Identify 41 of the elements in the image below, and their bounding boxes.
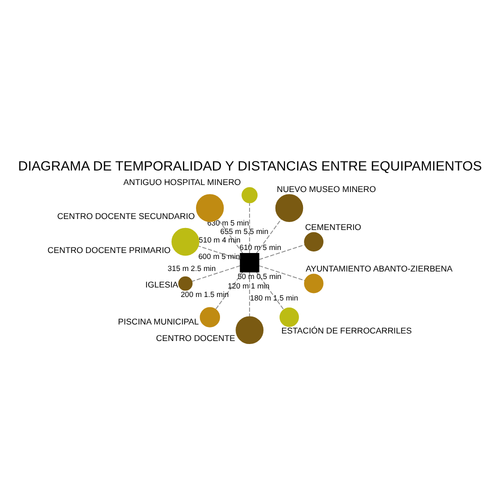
node-label: ESTACIÓN DE FERROCARRILES [281, 325, 412, 336]
edge-label: 50 m 0.5 min [238, 272, 282, 282]
edge-label: 655 m 5.5 min [220, 226, 268, 236]
node-circle [304, 232, 324, 252]
node-circle [196, 194, 224, 222]
edge-label: 600 m 5 min [198, 252, 240, 261]
node-label: PISCINA MUNICIPAL [118, 316, 199, 326]
connector [198, 246, 241, 260]
edge-label: 510 m 4 min [198, 235, 240, 244]
node-circle [275, 194, 304, 222]
node-circle [280, 308, 299, 327]
connector [249, 272, 250, 317]
connector [215, 272, 244, 310]
diagram-title: DIAGRAMA DE TEMPORALIDAD Y DISTANCIAS ENTRE EQUIPAMIENTOS [18, 158, 482, 174]
node-circle [200, 307, 220, 328]
connector [256, 218, 282, 254]
node-label: IGLESIA [145, 280, 178, 290]
node-label: CENTRO DOCENTE [156, 333, 236, 344]
edge-label: 610 m 5 min [239, 242, 282, 252]
node-box [240, 252, 260, 272]
edge-label: 200 m 1.5 min [180, 290, 229, 299]
connector [192, 265, 241, 282]
node-circle [242, 187, 258, 204]
node-circle [304, 274, 324, 294]
connector [258, 265, 306, 281]
node-label: CEMENTERIO [305, 222, 362, 232]
node-label: AYUNTAMIENTO ABANTO-ZIERBENA [306, 264, 453, 274]
edge-label: 180 m 1.5 min [250, 293, 298, 302]
connector [256, 272, 284, 310]
connector [258, 244, 306, 260]
node-circle [171, 228, 200, 256]
edge-label: 120 m 1 min [228, 282, 270, 291]
connector [218, 218, 244, 254]
node-circle [236, 316, 264, 344]
node-label: CENTRO DOCENTE PRIMARIO [48, 244, 171, 255]
node-circle [178, 276, 193, 291]
node-label: CENTRO DOCENTE SECUNDARIO [57, 211, 195, 222]
edge-label: 315 m 2.5 min [168, 264, 216, 274]
node-label: NUEVO MUSEO MINERO [276, 184, 376, 194]
connector [249, 202, 250, 254]
node-label: ANTIGUO HOSPITAL MINERO [123, 177, 241, 188]
